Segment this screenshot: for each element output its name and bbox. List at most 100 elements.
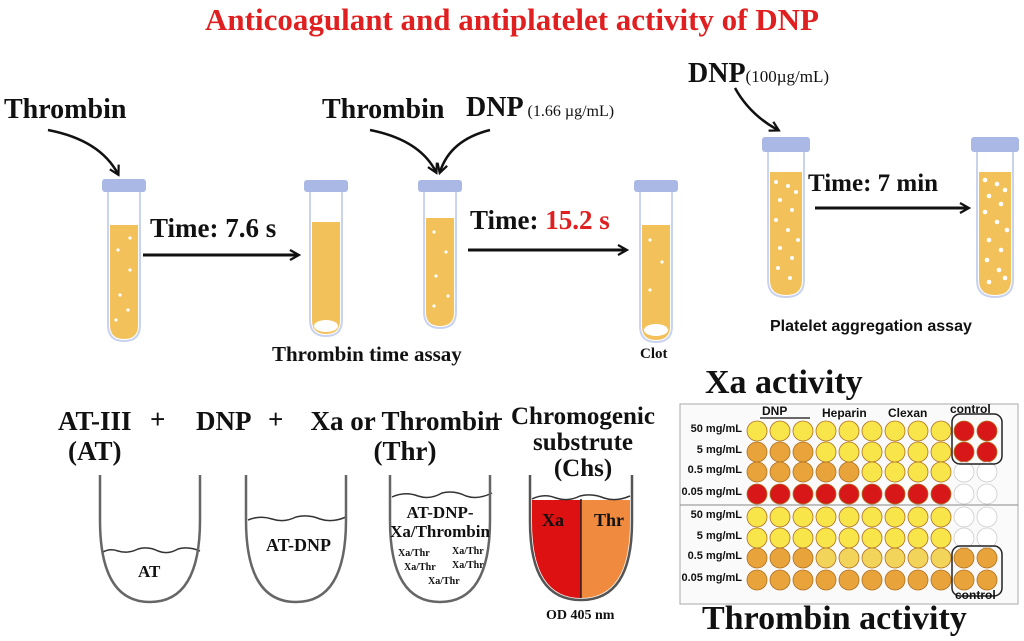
time-label-1: Time: 7.6 s — [150, 213, 277, 243]
plate-well — [907, 420, 929, 442]
plate-well — [769, 461, 791, 483]
beaker-3-line-2: Xa/Thrombin — [390, 522, 490, 541]
plate-well — [930, 569, 952, 591]
plate-well — [838, 569, 860, 591]
plate-well — [815, 461, 837, 483]
plate-well — [815, 483, 837, 505]
time-label-2: Time: 15.2 s — [470, 205, 610, 236]
col-header-control: control — [950, 402, 991, 416]
beaker-3-label: AT-DNP- Xa/Thrombin — [390, 503, 490, 541]
plate-well — [907, 527, 929, 549]
plate-well — [838, 441, 860, 463]
plate-well — [815, 547, 837, 569]
plate-well — [907, 461, 929, 483]
plate-well — [792, 441, 814, 463]
plate-well — [792, 569, 814, 591]
xa-thr-line-2: (Thr) — [373, 436, 437, 466]
plate-well — [976, 483, 998, 505]
col-header-clexan: Clexan — [888, 406, 928, 420]
plate-well — [838, 547, 860, 569]
plate-well — [815, 441, 837, 463]
plate-well — [769, 483, 791, 505]
test-tube-4 — [634, 180, 678, 344]
well-plate — [679, 403, 1019, 605]
od-label: OD 405 nm — [546, 608, 615, 623]
plate-well — [838, 506, 860, 528]
plate-well — [838, 483, 860, 505]
plate-well — [838, 527, 860, 549]
time-label-3: Time: 7 min — [808, 170, 939, 197]
plate-well — [861, 483, 883, 505]
plate-well — [976, 569, 998, 591]
plate-well — [930, 461, 952, 483]
plate-row-label: 0.5 mg/mL — [687, 464, 742, 476]
xa-thr-small-5: Xa/Thr — [428, 576, 460, 587]
thrombin-activity-title: Thrombin activity — [702, 600, 967, 637]
plate-well — [746, 483, 768, 505]
plate-well — [861, 461, 883, 483]
plate-row-label: 50 mg/mL — [690, 423, 742, 435]
xa-thr-label: Xa or Thrombin (Thr) — [300, 406, 510, 466]
dnp-concentration-2: (100µg/mL) — [745, 67, 829, 86]
time-2-value: 15.2 s — [545, 205, 610, 235]
plate-well — [884, 441, 906, 463]
xa-thr-line-1: Xa or Thrombin — [310, 406, 500, 436]
plate-well — [769, 569, 791, 591]
beaker-at-dnp-xa — [388, 475, 493, 604]
dnp-label-text: DNP — [466, 92, 524, 123]
time-2-prefix: Time: — [470, 205, 546, 235]
curved-arrow-dnp-1 — [440, 128, 491, 172]
page-title: Anticoagulant and antiplatelet activity … — [205, 2, 819, 37]
plate-well — [953, 483, 975, 505]
plate-well — [769, 441, 791, 463]
plate-well — [861, 506, 883, 528]
xa-thr-small-2: Xa/Thr — [452, 546, 484, 557]
beaker-4-thr: Thr — [594, 510, 625, 530]
plate-well — [769, 547, 791, 569]
plate-well — [769, 420, 791, 442]
plate-well — [746, 441, 768, 463]
plate-well — [976, 420, 998, 442]
plus-3: + — [488, 404, 504, 434]
plate-well — [953, 441, 975, 463]
plate-well — [930, 483, 952, 505]
plate-well — [953, 547, 975, 569]
beaker-chromogenic — [528, 475, 634, 602]
plate-well — [769, 527, 791, 549]
curved-arrow-thrombin-2 — [369, 128, 436, 172]
plate-well — [861, 441, 883, 463]
dnp-label-3: DNP — [196, 406, 252, 436]
plate-well — [792, 527, 814, 549]
plate-well — [884, 527, 906, 549]
at-label-line-2: (AT) — [68, 436, 122, 466]
xa-activity-title: Xa activity — [705, 364, 863, 401]
clot-label: Clot — [640, 346, 668, 362]
plate-well — [792, 547, 814, 569]
plus-2: + — [268, 404, 284, 434]
plate-well — [930, 420, 952, 442]
plate-well — [746, 569, 768, 591]
dnp-label-2: DNP(100µg/mL) — [688, 58, 829, 90]
thrombin-label-2: Thrombin — [322, 94, 445, 125]
curved-arrow-thrombin-1 — [47, 128, 118, 174]
plate-well — [907, 441, 929, 463]
plate-well — [930, 441, 952, 463]
platelet-assay-label: Platelet aggregation assay — [770, 318, 972, 335]
dnp-concentration: (1.66 µg/mL) — [527, 103, 615, 120]
plate-well — [976, 547, 998, 569]
col-header-heparin: Heparin — [822, 406, 867, 420]
test-tube-1 — [102, 179, 146, 343]
plate-well — [746, 506, 768, 528]
col-header-dnp: DNP — [762, 404, 788, 418]
plate-well — [884, 420, 906, 442]
plate-well — [976, 441, 998, 463]
plate-well — [838, 461, 860, 483]
plate-well — [907, 569, 929, 591]
chs-line-2: substrute — [532, 429, 633, 456]
plate-well — [861, 547, 883, 569]
plate-well — [815, 420, 837, 442]
dnp-label-1: DNP (1.66 µg/mL) — [466, 92, 614, 124]
beaker-2-label: AT-DNP — [266, 535, 332, 555]
chs-line-1: Chromogenic — [511, 403, 655, 430]
